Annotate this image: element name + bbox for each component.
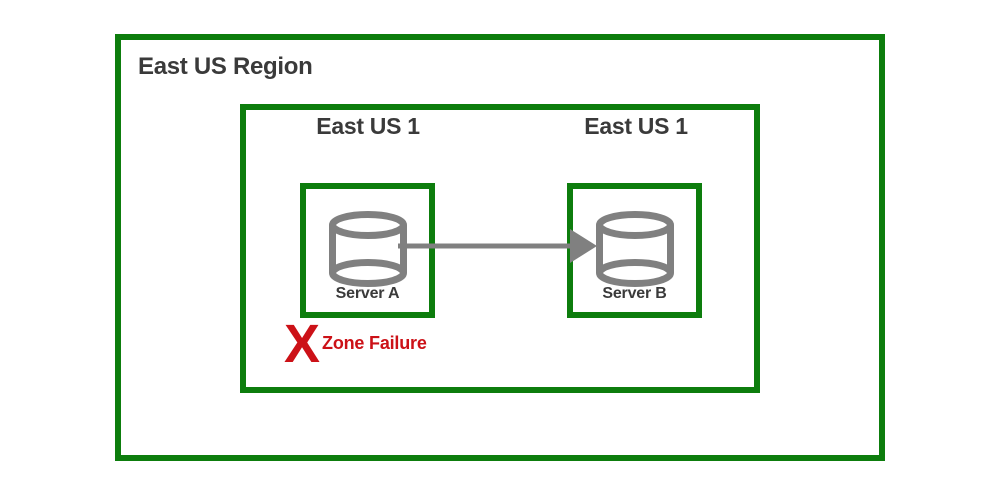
zone-boundary-box xyxy=(240,104,760,393)
zone-label-left: East US 1 xyxy=(316,113,420,139)
failure-x-icon: X xyxy=(284,314,320,374)
server-a-node: Server A xyxy=(300,183,435,318)
database-icon xyxy=(595,211,674,287)
zone-failure-annotation: X Zone Failure xyxy=(284,314,427,374)
server-a-label: Server A xyxy=(335,285,400,302)
zone-failure-label: Zone Failure xyxy=(322,333,427,353)
zone-label-right: East US 1 xyxy=(584,113,688,139)
region-title: East US Region xyxy=(138,53,313,80)
server-b-label: Server B xyxy=(602,285,667,302)
arrow-right-icon xyxy=(398,229,597,263)
database-icon xyxy=(328,211,407,287)
region-boundary-box xyxy=(115,34,885,461)
